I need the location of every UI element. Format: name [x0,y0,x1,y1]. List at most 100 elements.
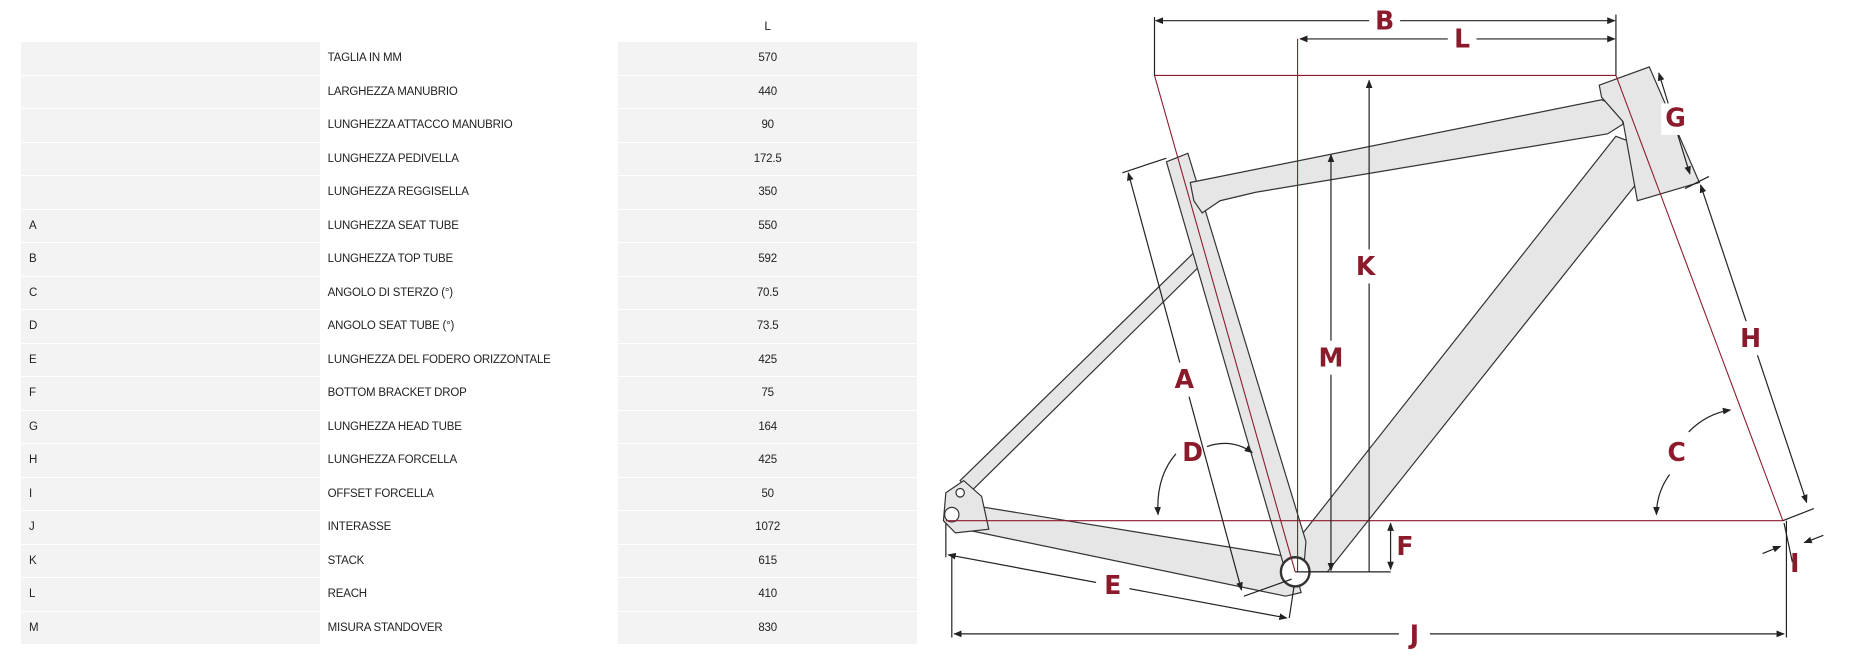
row-code: K [21,544,320,578]
row-label: LUNGHEZZA PEDIVELLA [319,142,619,176]
down-tube [1300,135,1638,573]
row-code [21,75,320,109]
rear-axle [944,506,960,523]
dimension-labels: B L K M A D E F G H C I J [1096,6,1799,650]
label-L: L [1454,24,1470,53]
row-value: 410 [618,577,917,612]
row-code [21,42,320,76]
label-C: C [1668,438,1686,467]
row-value: 425 [618,443,917,478]
label-A: A [1175,365,1195,394]
row-code [21,108,320,143]
row-value: 70.5 [618,276,917,310]
label-B: B [1375,6,1394,35]
reference-lines [945,38,1784,572]
angle-D-arc [1206,442,1253,454]
row-label: OFFSET FORCELLA [319,477,619,511]
row-code: C [21,276,320,310]
angle-C-arc [1688,407,1732,433]
row-code: L [21,577,320,612]
derailleur-hanger [955,487,965,498]
row-label: INTERASSE [319,510,619,545]
row-label: ANGOLO DI STERZO (°) [319,276,619,310]
row-value: 350 [618,175,917,210]
row-value: 164 [618,410,917,444]
row-code: E [21,343,320,377]
row-code: F [21,376,320,411]
row-label: STACK [319,544,619,578]
dim-I [1762,545,1782,555]
label-I: I [1790,549,1799,578]
row-label: BOTTOM BRACKET DROP [319,376,619,411]
row-code: A [21,209,320,243]
row-value: 425 [618,343,917,377]
row-label: LUNGHEZZA HEAD TUBE [319,410,619,444]
label-M: M [1319,343,1344,372]
row-value: 50 [618,477,917,511]
row-value: 615 [618,544,917,578]
bike-frame [942,66,1701,597]
row-label: LUNGHEZZA DEL FODERO ORIZZONTALE [319,343,619,377]
frame-geometry-diagram: B L K M A D E F G H C I J [942,6,1824,650]
row-code: H [21,443,320,478]
row-value: 1072 [618,510,917,545]
dropout [942,479,990,534]
row-code: G [21,410,320,444]
row-label: ANGOLO SEAT TUBE (°) [319,309,619,344]
row-value: 830 [618,611,917,645]
row-code [21,142,320,176]
row-value: 73.5 [618,309,917,344]
row-label: LARGHEZZA MANUBRIO [319,75,619,109]
label-H: H [1740,324,1761,353]
label-E: E [1104,571,1121,600]
label-G: G [1665,103,1686,132]
header-code [21,10,320,42]
row-value: 570 [618,42,917,76]
row-value: 592 [618,242,917,277]
row-label: TAGLIA IN MM [319,42,619,76]
row-label: LUNGHEZZA FORCELLA [319,443,619,478]
row-code: D [21,309,320,344]
row-code: I [21,477,320,511]
row-code: M [21,611,320,645]
row-label: LUNGHEZZA ATTACCO MANUBRIO [319,108,619,143]
row-code [21,175,320,210]
row-label: REACH [319,577,619,612]
row-code: B [21,242,320,277]
chainstay [963,504,1302,597]
row-code: J [21,510,320,545]
row-label: LUNGHEZZA TOP TUBE [319,242,619,277]
row-label: LUNGHEZZA REGGISELLA [319,175,619,210]
row-label: MISURA STANDOVER [319,611,619,645]
header-label [320,10,619,42]
row-value: 75 [618,376,917,411]
label-F: F [1396,532,1413,561]
label-K: K [1356,252,1377,281]
row-value: 550 [618,209,917,243]
label-J: J [1408,620,1419,649]
row-value: 90 [618,108,917,143]
label-D: D [1182,438,1203,467]
table-header-row: L [21,10,917,42]
top-tube [1189,99,1624,214]
header-size: L [764,19,771,33]
row-label: LUNGHEZZA SEAT TUBE [319,209,619,243]
